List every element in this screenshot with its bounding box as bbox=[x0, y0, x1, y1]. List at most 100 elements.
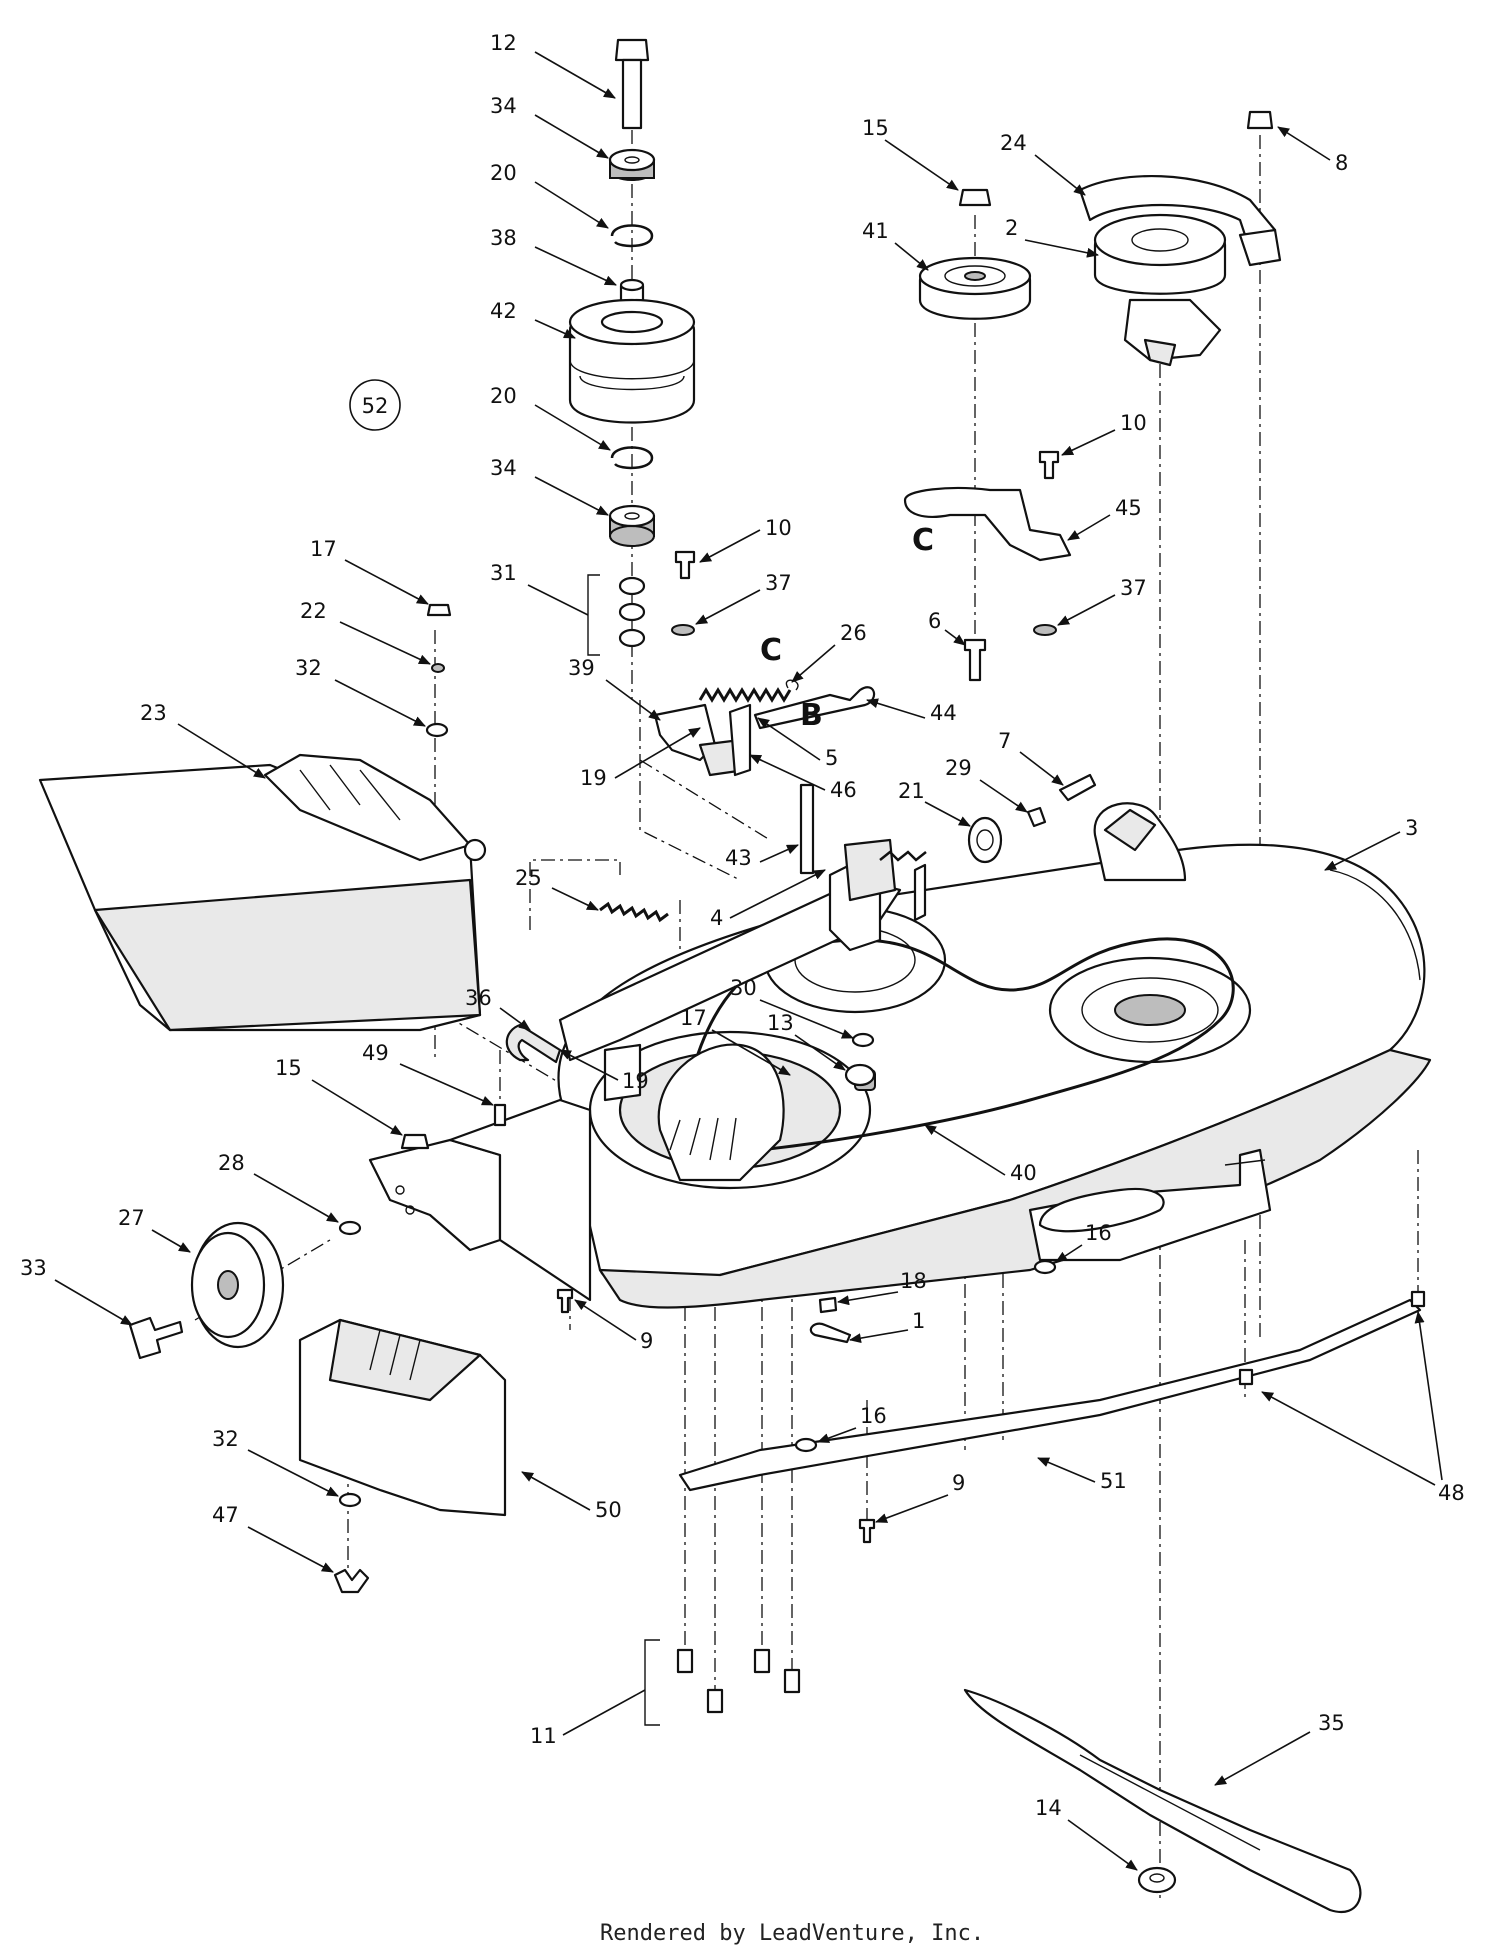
callouts: 12 34 20 38 42 20 34 31 17 22 32 23 25 3… bbox=[20, 31, 1465, 1871]
spacers-31 bbox=[587, 574, 646, 656]
bearing-34-bottom bbox=[608, 504, 656, 547]
callout-6: 6 bbox=[928, 609, 941, 633]
callout-16-rear: 16 bbox=[1085, 1221, 1112, 1245]
gauge-wheel bbox=[190, 1221, 285, 1349]
idler-bracket-39 bbox=[653, 703, 752, 777]
callout-32-plate: 32 bbox=[212, 1427, 239, 1451]
callout-20-top: 20 bbox=[490, 161, 517, 185]
callout-17-center: 17 bbox=[680, 1006, 707, 1030]
letter-c-bracket: C bbox=[912, 523, 934, 558]
nut-15-flange bbox=[400, 1133, 430, 1150]
callout-47: 47 bbox=[212, 1503, 239, 1527]
callout-33: 33 bbox=[20, 1256, 47, 1280]
bolt-12 bbox=[614, 38, 650, 130]
nut-16-front bbox=[794, 1437, 818, 1453]
mower-blade bbox=[963, 1688, 1362, 1913]
callout-12: 12 bbox=[490, 31, 517, 55]
callout-19-top: 19 bbox=[580, 766, 607, 790]
callout-36: 36 bbox=[465, 986, 492, 1010]
idler-arm-45 bbox=[903, 486, 1072, 562]
clip-18 bbox=[818, 1296, 838, 1314]
spindle-pulley-42 bbox=[568, 278, 696, 424]
pulley-cover-24 bbox=[1078, 174, 1282, 267]
bolt-7 bbox=[1058, 773, 1097, 802]
callout-50: 50 bbox=[595, 1498, 622, 1522]
letter-c-spring: C bbox=[760, 633, 782, 668]
callout-48: 48 bbox=[1438, 1481, 1465, 1505]
callout-51: 51 bbox=[1100, 1469, 1127, 1493]
callout-9-flange: 9 bbox=[640, 1329, 653, 1353]
nut-13 bbox=[844, 1063, 876, 1087]
bolt-10-center bbox=[674, 550, 696, 580]
spring-25 bbox=[599, 901, 669, 923]
spring-19 bbox=[879, 850, 927, 862]
tension-spring-26 bbox=[698, 679, 799, 703]
callout-27: 27 bbox=[118, 1206, 145, 1230]
callout-17-chute: 17 bbox=[310, 537, 337, 561]
callout-24: 24 bbox=[1000, 131, 1027, 155]
callout-26: 26 bbox=[840, 621, 867, 645]
discharge-chute bbox=[38, 753, 487, 1032]
callout-13: 13 bbox=[767, 1011, 794, 1035]
callout-14: 14 bbox=[1035, 1796, 1062, 1820]
bearing-34-top bbox=[608, 148, 656, 181]
blade-nut-14 bbox=[1137, 1866, 1177, 1894]
callout-46: 46 bbox=[830, 778, 857, 802]
callout-30: 30 bbox=[730, 976, 757, 1000]
callout-35: 35 bbox=[1318, 1711, 1345, 1735]
bolt-48-b bbox=[1410, 1290, 1426, 1308]
washer-37-right bbox=[1033, 624, 1057, 636]
deck-baffle bbox=[678, 1298, 1422, 1492]
callout-32-chute: 32 bbox=[295, 656, 322, 680]
washer-28 bbox=[338, 1220, 362, 1236]
footer-credit: Rendered by LeadVenture, Inc. bbox=[600, 1921, 984, 1946]
mulch-plate bbox=[298, 1318, 507, 1517]
callout-40: 40 bbox=[1010, 1161, 1037, 1185]
letter-b-arm: B bbox=[800, 698, 823, 733]
callout-38: 38 bbox=[490, 226, 517, 250]
callout-34-top: 34 bbox=[490, 94, 517, 118]
callout-11: 11 bbox=[530, 1724, 557, 1748]
bolt-9-flange bbox=[556, 1288, 574, 1314]
callout-43: 43 bbox=[725, 846, 752, 870]
callout-31: 31 bbox=[490, 561, 517, 585]
nut-17-chute bbox=[426, 603, 452, 617]
callout-45: 45 bbox=[1115, 496, 1142, 520]
deck-spindle-2 bbox=[1093, 213, 1227, 367]
callout-1: 1 bbox=[912, 1309, 925, 1333]
washer-32-chute bbox=[425, 722, 449, 738]
nut-29 bbox=[1026, 806, 1047, 828]
callout-37-center: 37 bbox=[765, 571, 792, 595]
callout-41: 41 bbox=[862, 219, 889, 243]
bolt-43 bbox=[799, 783, 815, 875]
washer-32-plate bbox=[338, 1492, 362, 1508]
callout-29: 29 bbox=[945, 756, 972, 780]
rod-36 bbox=[505, 1023, 562, 1064]
callout-5: 5 bbox=[825, 746, 838, 770]
callout-25: 25 bbox=[515, 866, 542, 890]
bolt-10-right bbox=[1038, 450, 1060, 480]
idler-pulley-41 bbox=[918, 256, 1032, 320]
callout-22: 22 bbox=[300, 599, 327, 623]
washer-30 bbox=[851, 1032, 875, 1048]
reference-circle-52: 52 bbox=[349, 379, 401, 431]
callout-34-bottom: 34 bbox=[490, 456, 517, 480]
callout-4: 4 bbox=[710, 906, 723, 930]
washer-22 bbox=[431, 663, 445, 673]
wing-nut-47 bbox=[333, 1568, 370, 1594]
nut-15-top bbox=[958, 188, 992, 207]
snap-ring-20-top bbox=[610, 224, 654, 248]
pin-49 bbox=[493, 1103, 507, 1127]
shoulder-bolt-33 bbox=[128, 1316, 184, 1360]
callout-10-center: 10 bbox=[765, 516, 792, 540]
callout-42: 42 bbox=[490, 299, 517, 323]
callout-21: 21 bbox=[898, 779, 925, 803]
callout-8: 8 bbox=[1335, 151, 1348, 175]
callout-9-baffle: 9 bbox=[952, 1471, 965, 1495]
bolt-48-a bbox=[1238, 1368, 1254, 1386]
callout-3: 3 bbox=[1405, 816, 1418, 840]
callout-7: 7 bbox=[998, 729, 1011, 753]
callout-10-right: 10 bbox=[1120, 411, 1147, 435]
callout-19-bottom: 19 bbox=[622, 1069, 649, 1093]
